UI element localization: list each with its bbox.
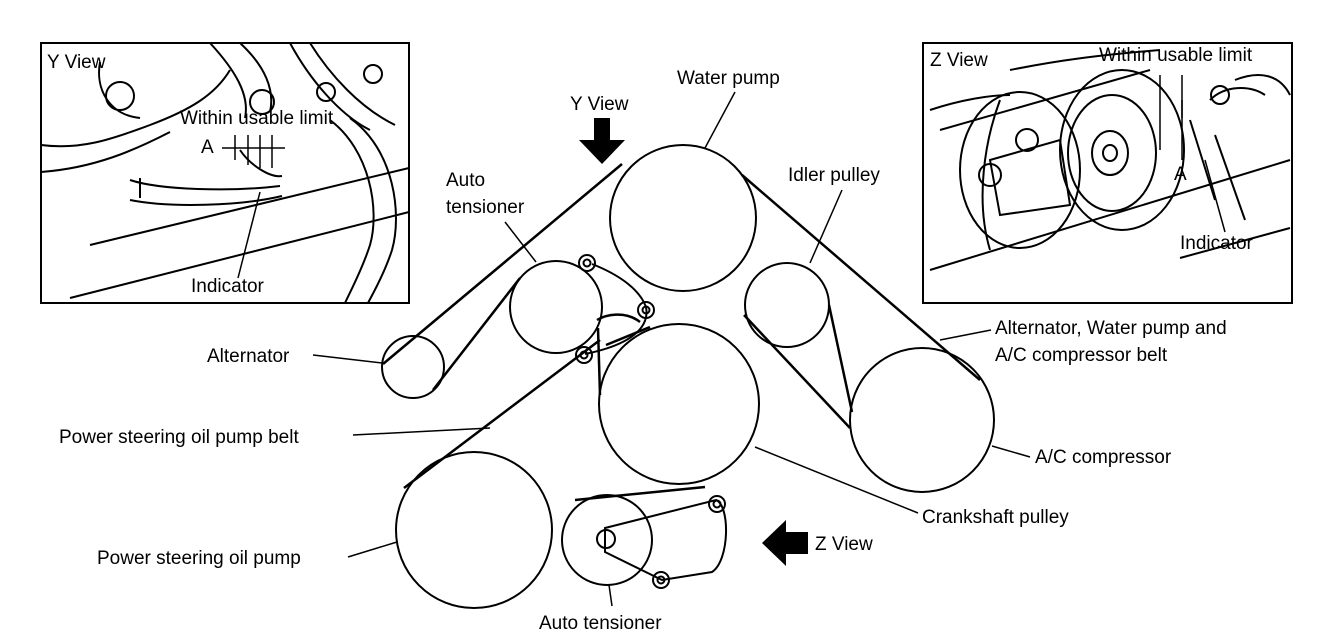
y-view-arrow: [579, 118, 625, 164]
label-ac-belt-line2: A/C compressor belt: [995, 345, 1168, 366]
label-idler-pulley: Idler pulley: [788, 165, 880, 186]
bottom-tensioner-bolt-1: [708, 495, 726, 513]
power-steering-belt: [403, 325, 706, 502]
top-tensioner-bolt-1: [578, 254, 596, 272]
label-ac-belt-line1: Alternator, Water pump and: [995, 318, 1227, 339]
bottom-tensioner-bolt-2: [652, 571, 670, 589]
ac-compressor-pulley: [849, 347, 995, 493]
z-view-arrow: [762, 520, 808, 566]
y-view-measure: [222, 135, 285, 279]
y-view-frame: [40, 42, 410, 304]
y-view-inset: Y View Within usable limit A Indicator: [40, 42, 410, 304]
y-view-indicator: Indicator: [191, 276, 265, 297]
label-auto-tensioner-top-line1: Auto: [446, 170, 485, 191]
ac-water-pump-alternator-belt: [382, 163, 981, 429]
power-steering-pump-pulley: [395, 451, 553, 609]
label-ac-compressor: A/C compressor: [1035, 447, 1172, 468]
top-tensioner-bolt-2: [637, 301, 655, 319]
alternator-pulley: [381, 335, 445, 399]
z-view-inset: Z View Within usable limit A Indicator: [922, 42, 1293, 304]
label-crankshaft-pulley: Crankshaft pulley: [922, 507, 1069, 528]
tensioner-hardware: [575, 254, 727, 589]
label-auto-tensioner-bottom: Auto tensioner: [539, 613, 662, 634]
label-auto-tensioner-top-line2: tensioner: [446, 197, 525, 218]
y-view-engine-sketch: [40, 42, 410, 304]
bottom-tensioner-arm: [604, 498, 727, 582]
z-view-title: Z View: [930, 50, 988, 71]
z-view-indicator: Indicator: [1180, 233, 1254, 254]
y-view-usable-limit: Within usable limit: [180, 108, 334, 129]
bottom-tensioner-hub: [596, 529, 616, 549]
leader-lines: [312, 91, 1031, 607]
label-power-steering-belt: Power steering oil pump belt: [59, 427, 299, 448]
pulleys: [381, 144, 995, 609]
label-power-steering-pump: Power steering oil pump: [97, 548, 301, 569]
label-alternator: Alternator: [207, 346, 290, 367]
z-view-measure: [1159, 75, 1226, 233]
z-view-marker-a: A: [1174, 164, 1187, 185]
auto-tensioner-bottom-pulley: [561, 494, 653, 586]
z-view-usable-limit: Within usable limit: [1099, 45, 1253, 66]
y-view-marker-a: A: [201, 137, 214, 158]
auto-tensioner-top-pulley: [509, 260, 603, 354]
y-view-title: Y View: [47, 52, 106, 73]
label-z-view-arrow: Z View: [815, 534, 873, 555]
z-view-compressor-sketch: [929, 49, 1291, 271]
label-y-view-arrow: Y View: [570, 94, 629, 115]
label-water-pump: Water pump: [677, 68, 780, 89]
idler-pulley: [744, 262, 830, 348]
water-pump-pulley: [609, 144, 757, 292]
crankshaft-pulley: [598, 323, 760, 485]
top-tensioner-bolt-3: [575, 346, 593, 364]
